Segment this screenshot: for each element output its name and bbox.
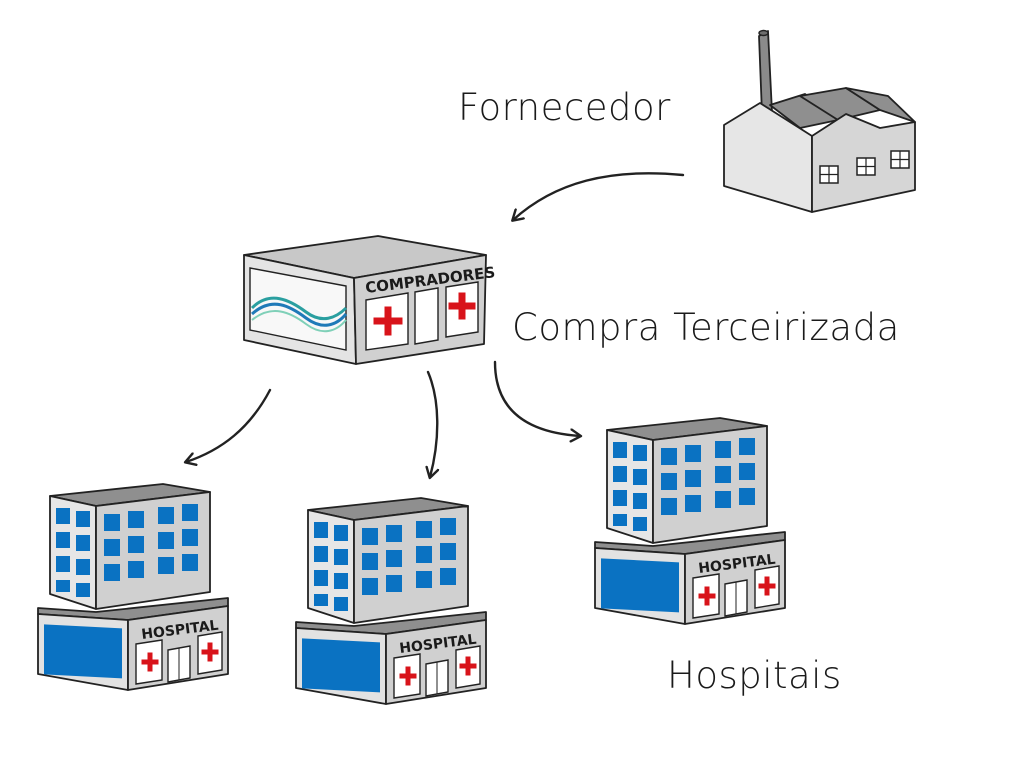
factory-icon	[723, 29, 916, 213]
supplier-label: Fornecedor	[458, 86, 671, 129]
arrow-buyer-to-hospital-middle	[428, 370, 437, 477]
hospitals-label: Hospitais	[667, 654, 842, 697]
arrow-buyer-to-hospital-right	[493, 360, 580, 436]
arrow-supplier-to-buyer	[513, 172, 685, 220]
buyer-label: Compra Terceirizada	[512, 306, 900, 349]
purchasing-center-icon: COMPRADORES	[243, 235, 496, 365]
hospital-building-icon: HOSPITAL	[296, 498, 486, 704]
arrow-buyer-to-hospital-left	[186, 388, 272, 462]
hospital-building-icon: HOSPITAL	[595, 418, 785, 624]
hospital-building-icon: HOSPITAL	[38, 484, 228, 690]
